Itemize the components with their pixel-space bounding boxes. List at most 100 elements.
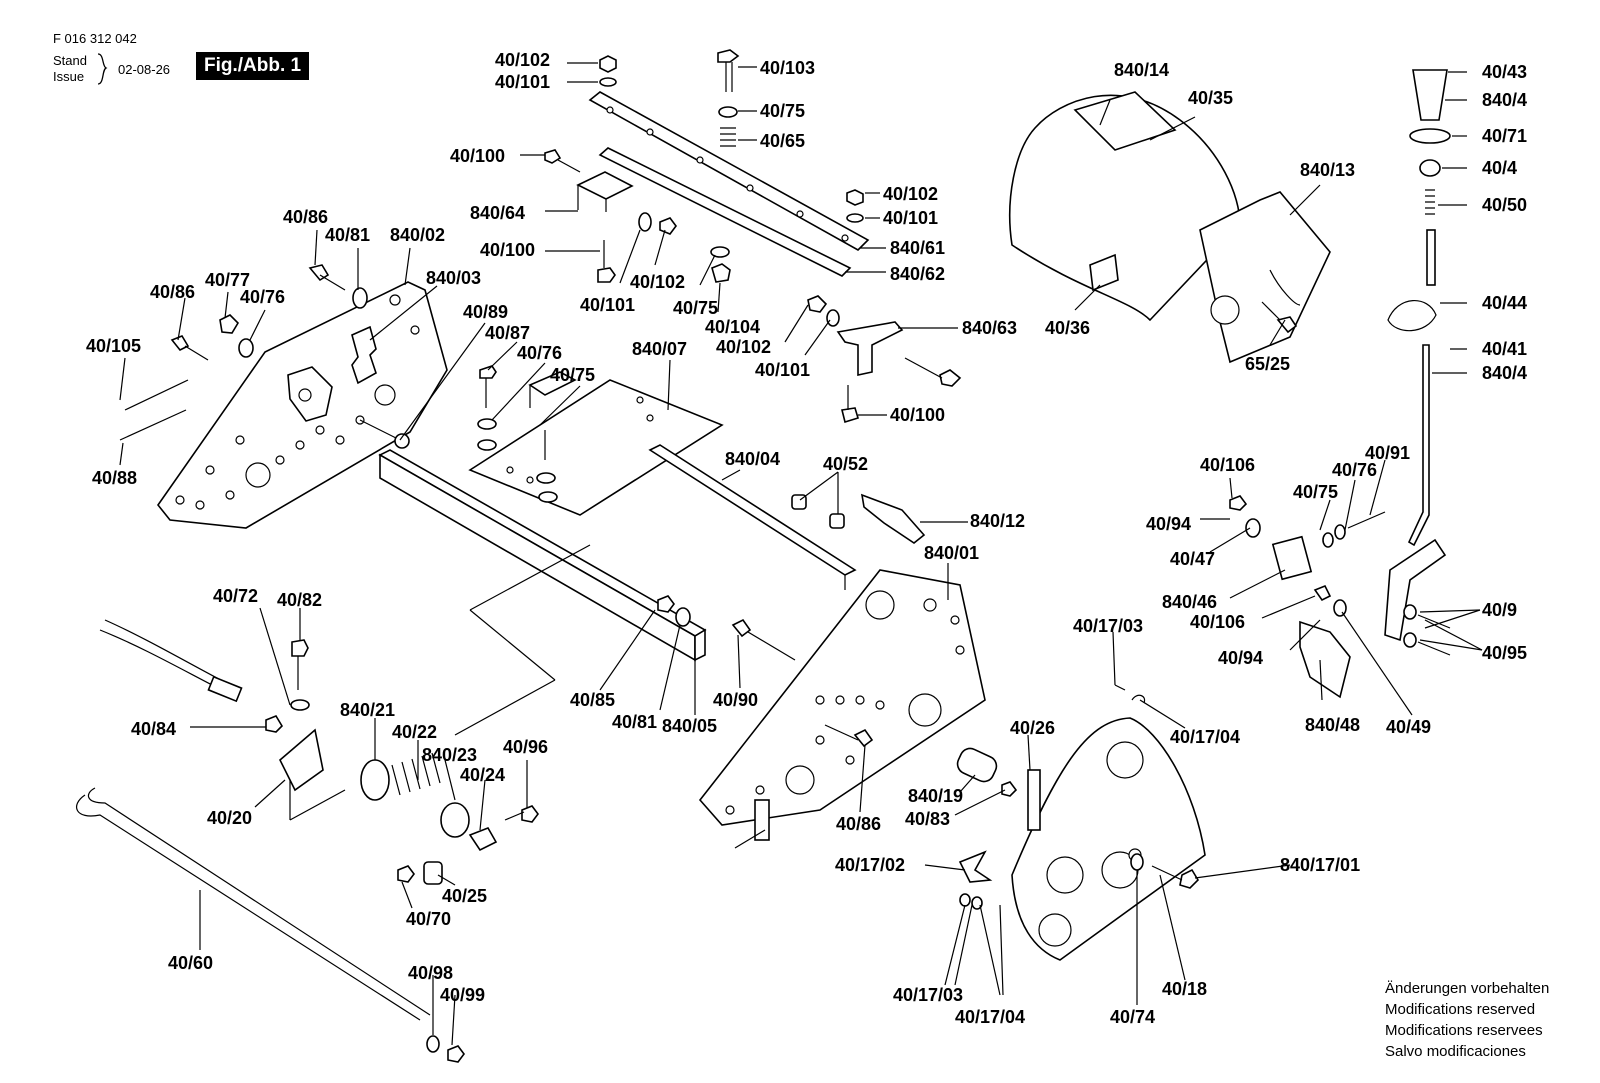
stand-label: Stand xyxy=(53,53,87,68)
part-label: 40/4 xyxy=(1482,158,1518,178)
part-label: 40/96 xyxy=(503,737,549,757)
part-label: 40/82 xyxy=(277,590,323,610)
part-label: 40/36 xyxy=(1045,318,1091,338)
top-bars xyxy=(576,91,870,277)
part-label: 40/102 xyxy=(716,337,772,357)
part-label: 40/17/03 xyxy=(1073,616,1144,636)
part-label: 40/24 xyxy=(460,765,506,785)
note-line: Salvo modificaciones xyxy=(1385,1043,1526,1060)
part-label: 40/76 xyxy=(1332,460,1378,480)
part-label: 840/02 xyxy=(390,225,446,245)
part-label: 40/17/02 xyxy=(835,855,906,875)
part-label: 840/21 xyxy=(340,700,396,720)
part-label: 40/49 xyxy=(1386,717,1432,737)
part-label: 40/50 xyxy=(1482,195,1528,215)
issue-date: 02-08-26 xyxy=(118,62,171,77)
part-label: 40/86 xyxy=(150,282,196,302)
part-label: 40/106 xyxy=(1200,455,1256,475)
part-label: 40/76 xyxy=(240,287,286,307)
part-label: 40/101 xyxy=(495,72,551,92)
part-label: 40/26 xyxy=(1010,718,1056,738)
part-label: 40/76 xyxy=(517,343,563,363)
part-label: 40/98 xyxy=(408,963,454,983)
note-line: Modifications reservees xyxy=(1385,1022,1543,1039)
part-label: 840/48 xyxy=(1305,715,1361,735)
part-label: 840/63 xyxy=(962,318,1018,338)
note-line: Änderungen vorbehalten xyxy=(1385,980,1550,997)
part-label: 40/75 xyxy=(760,101,806,121)
part-label: 840/19 xyxy=(908,786,964,806)
part-label: 40/35 xyxy=(1188,88,1234,108)
part-label: 40/18 xyxy=(1162,979,1208,999)
cross-bar xyxy=(378,444,857,662)
part-label: 840/23 xyxy=(422,745,478,765)
part-label: 40/84 xyxy=(131,719,177,739)
part-label: 40/106 xyxy=(1190,612,1246,632)
part-label: 840/4 xyxy=(1482,363,1528,383)
part-label: 840/13 xyxy=(1300,160,1356,180)
part-label: 40/74 xyxy=(1110,1007,1156,1027)
part-label: 840/03 xyxy=(426,268,482,288)
part-label: 40/94 xyxy=(1218,648,1264,668)
cable-and-rod xyxy=(75,619,498,1021)
part-label: 40/20 xyxy=(207,808,253,828)
part-number: F 016 312 042 xyxy=(53,31,137,46)
part-label: 40/81 xyxy=(325,225,371,245)
part-label: 40/44 xyxy=(1482,293,1528,313)
part-label: 40/104 xyxy=(705,317,761,337)
part-label: 40/77 xyxy=(205,270,251,290)
part-label: 40/75 xyxy=(550,365,596,385)
part-label: 40/102 xyxy=(883,184,939,204)
part-label: 40/85 xyxy=(570,690,616,710)
part-label: 40/60 xyxy=(168,953,214,973)
part-label: 40/95 xyxy=(1482,643,1528,663)
part-label: 840/14 xyxy=(1114,60,1170,80)
triangle-plate-840-17-01 xyxy=(1011,717,1206,961)
part-label: 840/07 xyxy=(632,339,688,359)
part-label: 40/22 xyxy=(392,722,438,742)
part-label: 40/71 xyxy=(1482,126,1528,146)
part-label: 40/101 xyxy=(580,295,636,315)
part-label: 40/86 xyxy=(283,207,329,227)
part-label: 840/17/01 xyxy=(1280,855,1361,875)
part-label: 840/64 xyxy=(470,203,526,223)
part-label: 40/89 xyxy=(463,302,509,322)
part-label: 40/100 xyxy=(890,405,946,425)
part-label: 40/83 xyxy=(905,809,951,829)
part-label: 40/81 xyxy=(612,712,658,732)
part-label: 40/43 xyxy=(1482,62,1528,82)
part-label: 840/46 xyxy=(1162,592,1218,612)
part-label: 40/52 xyxy=(823,454,869,474)
part-label: 40/17/04 xyxy=(1170,727,1241,747)
part-label: 840/12 xyxy=(970,511,1026,531)
lever-840-4 xyxy=(1384,69,1451,642)
part-label: 40/17/04 xyxy=(955,1007,1026,1027)
side-plate-840-01 xyxy=(698,569,986,849)
part-label: 840/01 xyxy=(924,543,980,563)
part-label: 40/103 xyxy=(760,58,816,78)
part-label: 40/100 xyxy=(480,240,536,260)
note-line: Modifications reserved xyxy=(1385,1001,1536,1018)
part-label: 840/05 xyxy=(662,716,718,736)
part-label: 40/91 xyxy=(1365,443,1411,463)
part-label: 40/86 xyxy=(836,814,882,834)
part-label: 40/75 xyxy=(673,298,719,318)
part-label: 40/87 xyxy=(485,323,531,343)
part-label: 40/70 xyxy=(406,909,452,929)
part-label: 40/101 xyxy=(883,208,939,228)
part-label: 40/102 xyxy=(495,50,551,70)
part-label: 40/72 xyxy=(213,586,259,606)
leader-lines xyxy=(119,62,1483,1046)
plate-840-07 xyxy=(468,371,724,516)
part-label: 40/47 xyxy=(1170,549,1216,569)
part-label: 40/9 xyxy=(1482,600,1518,620)
part-label: 40/88 xyxy=(92,468,138,488)
part-label: 40/94 xyxy=(1146,514,1192,534)
part-label: 40/99 xyxy=(440,985,486,1005)
part-label: 840/62 xyxy=(890,264,946,284)
part-label: 40/17/03 xyxy=(893,985,964,1005)
part-label: 840/04 xyxy=(725,449,781,469)
part-label: 40/105 xyxy=(86,336,142,356)
fasteners xyxy=(119,49,1451,1063)
